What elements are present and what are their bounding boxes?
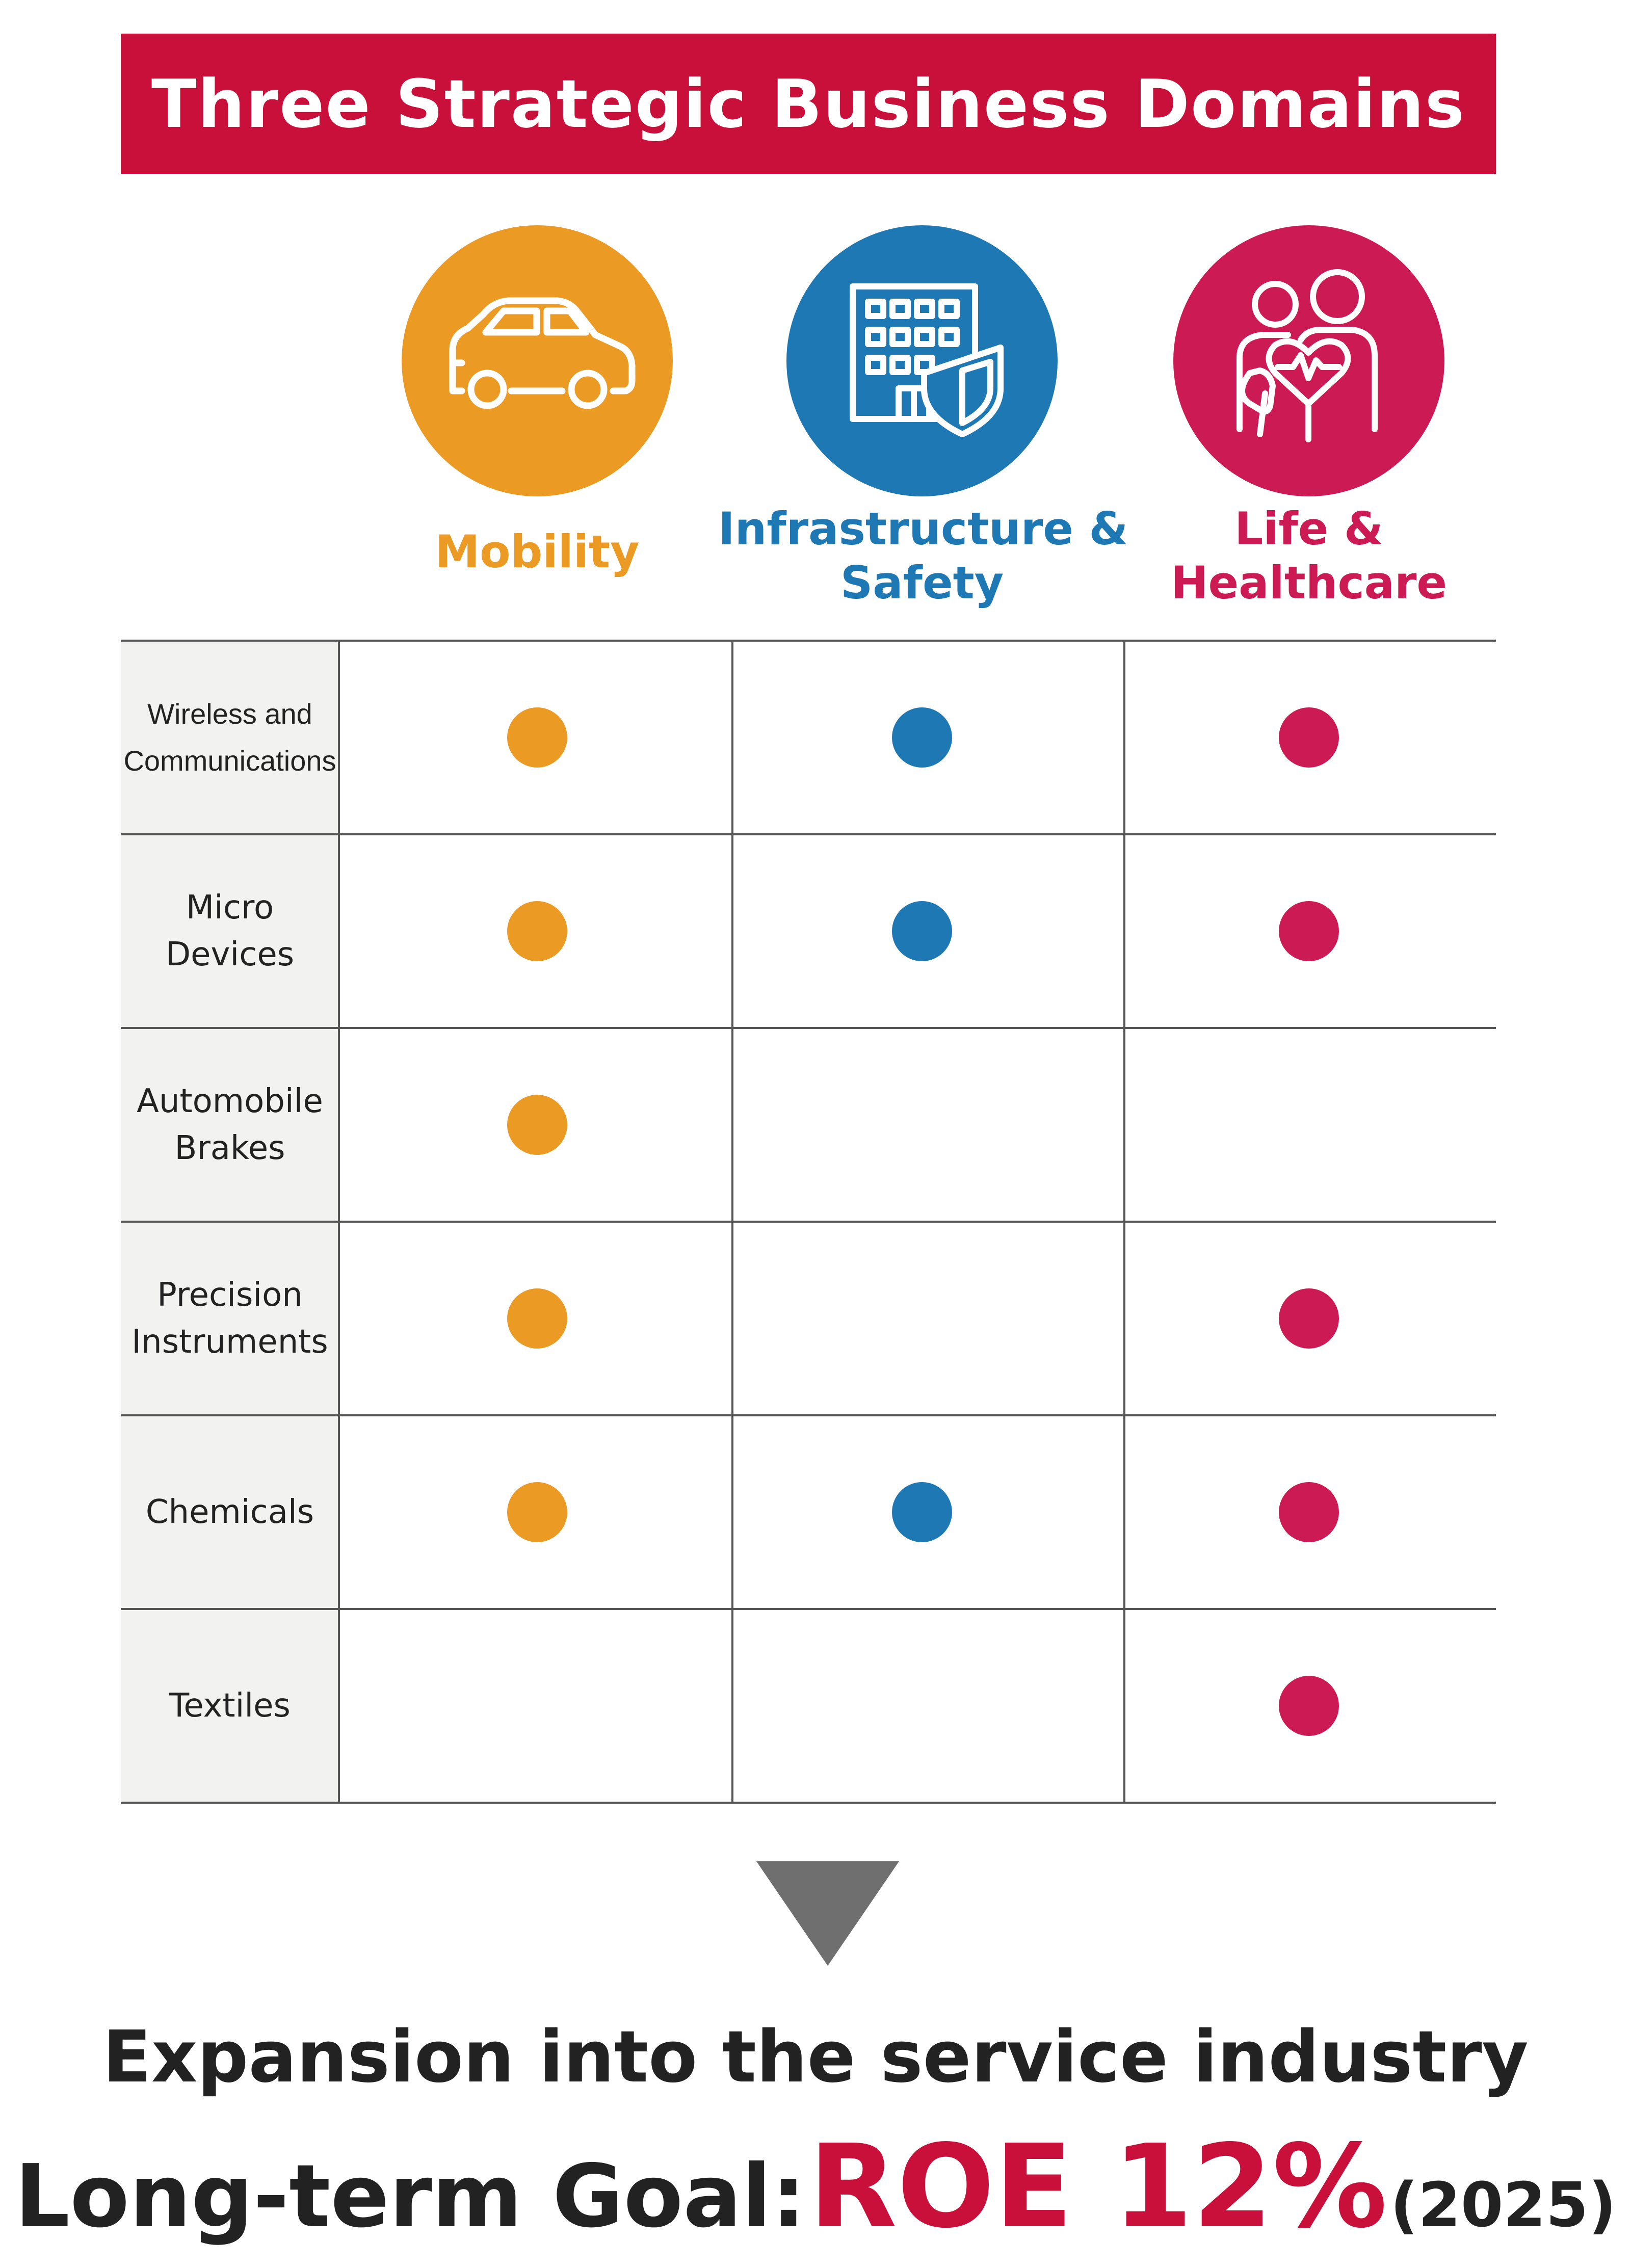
grid-row-divider [121, 1414, 1496, 1416]
grid-row-divider [121, 1221, 1496, 1223]
domain-label-infrastructure: Infrastructure &Safety [718, 502, 1128, 610]
applicable-dot [507, 1482, 567, 1542]
row-label-line: Instruments [131, 1323, 328, 1361]
expansion-text: Expansion into the service industry [102, 2016, 1529, 2099]
applicable-dot [507, 901, 567, 961]
grid-row-divider [121, 1802, 1496, 1804]
applicable-dot [1279, 1676, 1339, 1736]
mobility-circle [402, 225, 673, 496]
row-label-line: Devices [165, 936, 295, 973]
row-label: Chemicals [121, 1415, 339, 1609]
grid-row-divider [121, 1027, 1496, 1029]
goal-line: Long-term Goal: ROE 12% (2025) [0, 2120, 1631, 2254]
infrastructure-circle [786, 225, 1058, 496]
domain-label-line: Healthcare [1170, 557, 1448, 609]
grid-row-divider [121, 640, 1496, 642]
domain-label-line: Safety [840, 557, 1004, 609]
down-arrow-icon [756, 1861, 899, 1966]
domain-label-line: Life & [1234, 503, 1383, 555]
applicable-dot [507, 1288, 567, 1349]
life-circle [1173, 225, 1444, 496]
goal-label: Long-term Goal: [14, 2146, 806, 2247]
goal-value: ROE 12% [808, 2120, 1387, 2254]
grid-row-divider [121, 833, 1496, 835]
row-label-line: Wireless and [147, 698, 312, 730]
row-label-line: Automobile [137, 1083, 323, 1120]
grid-row-divider [121, 1608, 1496, 1610]
domain-label-line: Infrastructure & [718, 503, 1128, 555]
domain-label-life: Life &Healthcare [1105, 502, 1513, 610]
title-banner: Three Strategic Business Domains [121, 34, 1496, 174]
applicable-dot [1279, 901, 1339, 961]
grid-column-divider [1123, 641, 1125, 1803]
row-label-line: Micro [186, 889, 274, 927]
applicable-dot [1279, 707, 1339, 768]
row-label: Textiles [121, 1609, 339, 1803]
goal-year: (2025) [1390, 2170, 1617, 2241]
page-title: Three Strategic Business Domains [151, 65, 1465, 143]
applicable-dot [892, 1482, 952, 1542]
applicable-dot [892, 707, 952, 768]
row-label-line: Precision [157, 1276, 303, 1314]
people-heart-icon [1237, 269, 1378, 442]
applicable-dot [1279, 1482, 1339, 1542]
domain-label-mobility: Mobility [333, 525, 741, 579]
applicable-dot [1279, 1288, 1339, 1349]
grid-column-divider [338, 641, 340, 1803]
applicable-dot [892, 901, 952, 961]
row-label-line: Brakes [174, 1129, 285, 1167]
row-label-line: Chemicals [145, 1493, 314, 1531]
applicable-dot [507, 707, 567, 768]
row-label-line: Textiles [169, 1687, 291, 1725]
row-label-line: Communications [123, 745, 336, 777]
grid-column-divider [731, 641, 733, 1803]
domain-label-line: Mobility [435, 525, 640, 578]
car-icon [449, 297, 636, 409]
building-shield-icon [850, 283, 1004, 437]
applicable-dot [507, 1095, 567, 1155]
